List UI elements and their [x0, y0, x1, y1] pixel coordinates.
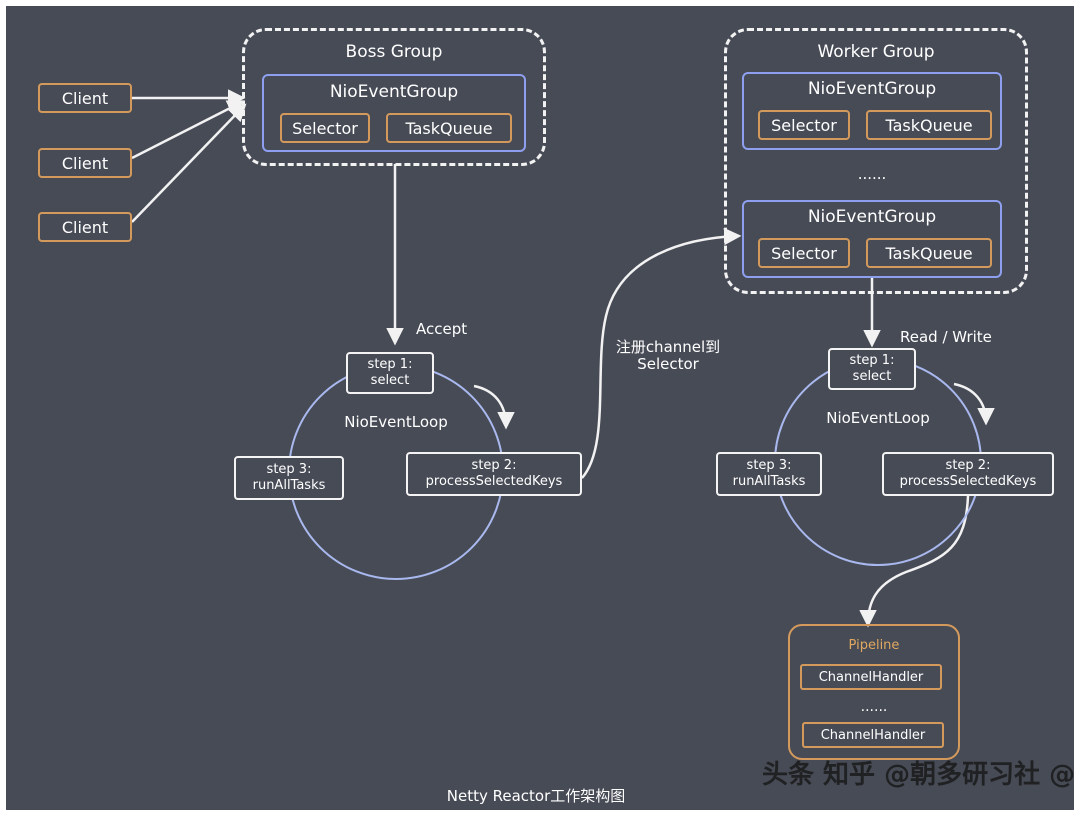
register-label-line2: Selector — [637, 355, 699, 373]
loop-left-step2-line2: processSelectedKeys — [425, 474, 563, 489]
read-write-label: Read / Write — [900, 328, 992, 346]
loop-left-step3-line1: step 3: — [266, 462, 312, 477]
boss-group-title: Boss Group — [345, 42, 443, 62]
loop-right-step3-line1: step 3: — [746, 458, 792, 473]
worker-nioeventgroup-2-title: NioEventGroup — [807, 207, 937, 227]
worker-taskqueue-2: TaskQueue — [866, 238, 992, 268]
worker-nioeventgroup-1 — [742, 72, 1002, 150]
register-label-line1: 注册channel到 — [615, 337, 721, 356]
client-box-3: Client — [38, 212, 132, 242]
boss-group — [242, 28, 546, 166]
boss-nioeventgroup-title: NioEventGroup — [329, 82, 459, 102]
loop-right-step2-line1: step 2: — [945, 458, 991, 473]
loop-right-step3-line2: runAllTasks — [732, 474, 806, 489]
client-box-2: Client — [38, 148, 132, 178]
loop-right-step1-line2: select — [852, 369, 892, 384]
client2-arrow — [131, 100, 246, 160]
worker-nioeventgroup-1-title: NioEventGroup — [807, 79, 937, 99]
worker-selector-2: Selector — [758, 238, 850, 268]
loop-right-step2: step 2: processSelectedKeys — [882, 452, 1054, 496]
worker-group — [724, 28, 1028, 294]
worker-nioeventgroup-2 — [742, 200, 1002, 278]
loop-left-step1-line1: step 1: — [367, 357, 413, 372]
accept-label: Accept — [416, 320, 468, 338]
loop-left-step2: step 2: processSelectedKeys — [406, 452, 582, 496]
loop-left-step1: step 1: select — [346, 352, 434, 394]
pipeline-handler-1: ChannelHandler — [800, 664, 942, 690]
diagram-canvas: Client Client Client Boss Group NioEvent… — [6, 6, 1074, 810]
boss-selector: Selector — [280, 113, 370, 143]
loop-left-step2-line1: step 2: — [471, 458, 517, 473]
pipeline-handler-2: ChannelHandler — [802, 722, 944, 748]
loop-left-name: NioEventLoop — [344, 413, 448, 431]
watermark: 头条 知乎 @朝多研习社 @程序员高级码农 — [762, 760, 1074, 790]
loop-right-name: NioEventLoop — [826, 409, 930, 427]
loop-left-step1-line2: select — [370, 373, 410, 388]
loop-right-step1: step 1: select — [828, 348, 916, 390]
client-box-1: Client — [38, 83, 132, 113]
pipeline-box — [788, 624, 960, 760]
loop-left-step3: step 3: runAllTasks — [234, 456, 344, 500]
loop-right-step1-line1: step 1: — [849, 353, 895, 368]
worker-taskqueue-1: TaskQueue — [866, 110, 992, 140]
boss-taskqueue: TaskQueue — [386, 113, 512, 143]
boss-nioeventgroup — [262, 74, 526, 152]
worker-selector-1: Selector — [758, 110, 850, 140]
worker-ellipsis: ...... — [857, 165, 887, 183]
worker-group-title: Worker Group — [817, 42, 935, 62]
pipeline-ellipsis: ...... — [860, 699, 888, 715]
pipeline-title: Pipeline — [848, 637, 900, 653]
loop-right-step3: step 3: runAllTasks — [716, 452, 822, 496]
loop-right-step2-line2: processSelectedKeys — [899, 474, 1037, 489]
diagram-caption: Netty Reactor工作架构图 — [446, 786, 626, 805]
client3-arrow — [131, 103, 247, 223]
loop-left-step3-line2: runAllTasks — [252, 478, 326, 493]
